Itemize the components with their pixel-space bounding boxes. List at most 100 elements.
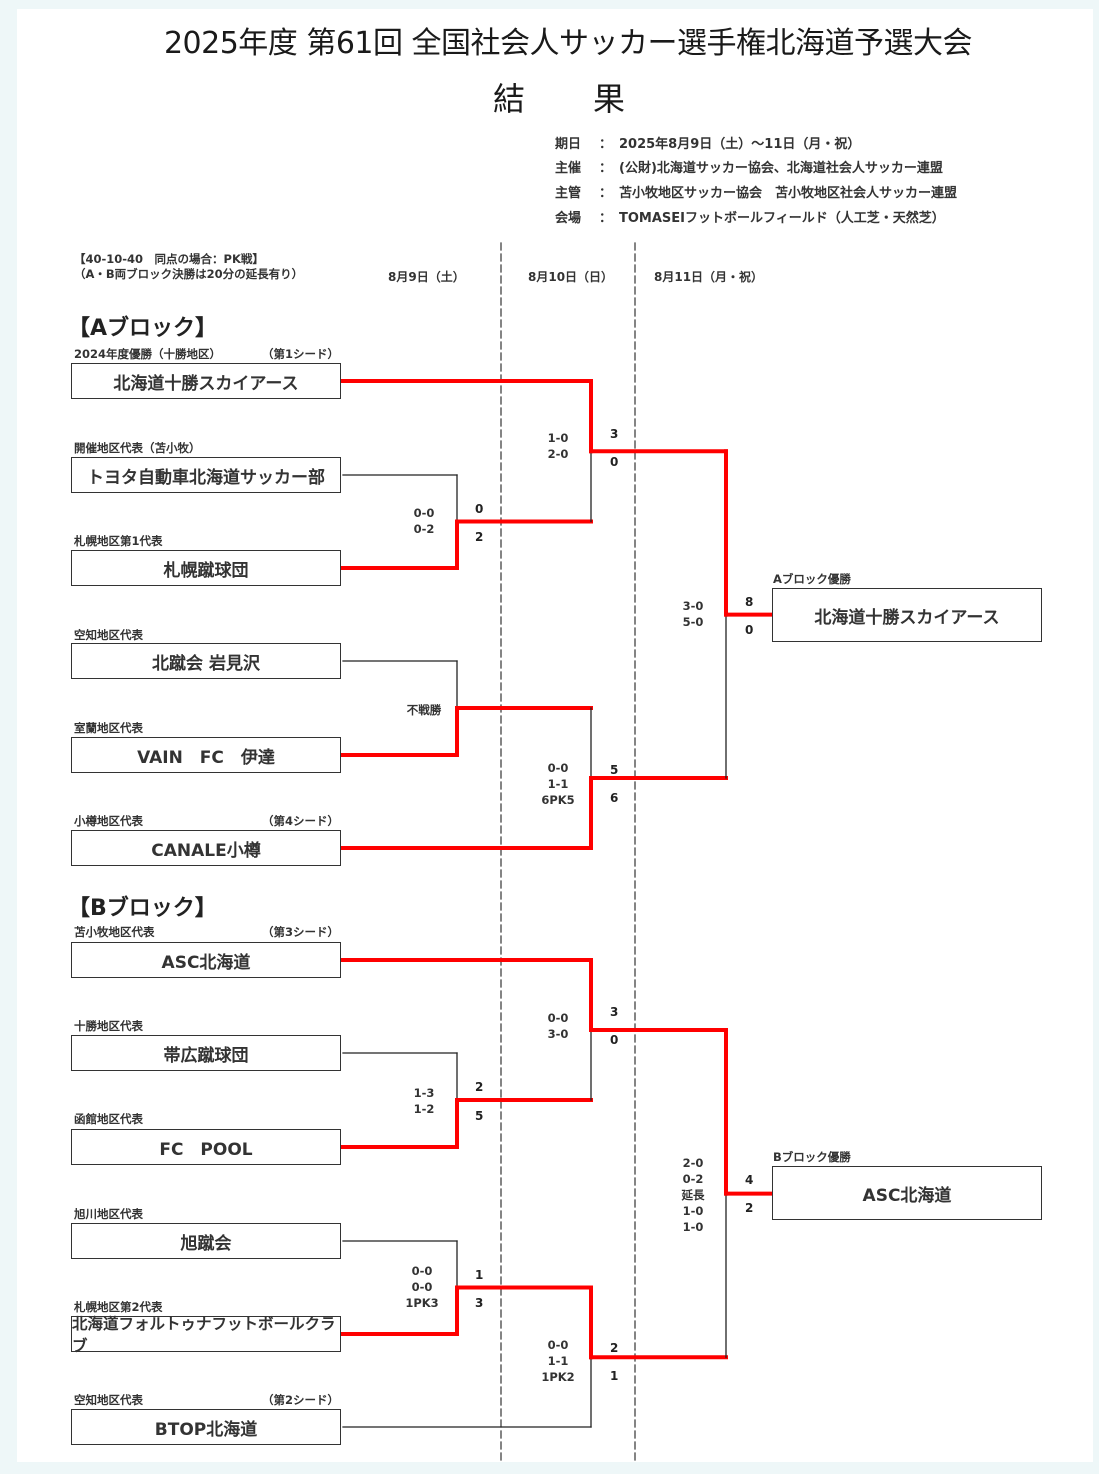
half-score: 0-0 — [413, 506, 435, 520]
score-top: 8 — [745, 595, 754, 609]
team-region: 札幌地区第1代表 — [74, 534, 163, 548]
info-sep: ： — [599, 186, 613, 201]
score-bottom: 0 — [610, 1033, 619, 1047]
info-value: (公財)北海道サッカー協会、北海道社会人サッカー連盟 — [619, 161, 943, 176]
team-box-a4: 北蹴会 岩見沢 — [71, 643, 341, 679]
team-box-a6: CANALE小樽 — [71, 830, 341, 866]
day-label-2: 8月10日（日） — [528, 270, 614, 284]
champion-label: Bブロック優勝 — [773, 1150, 851, 1164]
team-region: 2024年度優勝（十勝地区） — [74, 347, 222, 361]
team-box-b1: ASC北海道 — [71, 942, 341, 978]
team-region: 空知地区代表 — [74, 628, 143, 642]
half-score: 0-2 — [682, 1172, 704, 1186]
team-region: 小樽地区代表 — [74, 814, 143, 828]
info-sep: ： — [599, 161, 613, 176]
team-region: 函館地区代表 — [74, 1112, 143, 1126]
half-score: 1PK3 — [405, 1296, 439, 1310]
half-scores: 0-0 1-1 6PK5 — [536, 760, 580, 808]
team-region: 札幌地区第2代表 — [74, 1300, 163, 1314]
half-score: 3-0 — [682, 599, 704, 613]
team-box-b6: BTOP北海道 — [71, 1409, 341, 1445]
rules-line-2: （A・B両ブロック決勝は20分の延長有り） — [74, 267, 304, 281]
half-score: 3-0 — [547, 1027, 569, 1041]
team-seed: （第4シード） — [262, 814, 340, 828]
team-seed: （第1シード） — [262, 347, 340, 361]
team-box-b3: FC POOL — [71, 1129, 341, 1165]
info-sep: ： — [599, 137, 613, 152]
info-row-management: 主管 ： 苫小牧地区サッカー協会 苫小牧地区社会人サッカー連盟 — [555, 182, 957, 201]
half-scores: 2-0 0-2 延長 1-0 1-0 — [673, 1155, 713, 1235]
info-key: 会場 — [555, 211, 582, 226]
info-key: 主管 — [555, 186, 582, 201]
half-score: 1-0 — [682, 1220, 704, 1234]
team-region: 十勝地区代表 — [74, 1019, 143, 1033]
half-scores: 0-0 3-0 — [538, 1010, 578, 1042]
team-box-a5: VAIN FC 伊達 — [71, 737, 341, 773]
score-top: 0 — [475, 502, 484, 516]
team-region: 旭川地区代表 — [74, 1207, 143, 1221]
info-row-organizer: 主催 ： (公財)北海道サッカー協会、北海道社会人サッカー連盟 — [555, 157, 943, 176]
half-score: 1-0 — [682, 1204, 704, 1218]
team-box-a2: トヨタ自動車北海道サッカー部 — [71, 457, 341, 493]
score-bottom: 0 — [610, 455, 619, 469]
team-box-b2: 帯広蹴球団 — [71, 1035, 341, 1071]
half-score: 1-0 — [547, 431, 569, 445]
team-region: 空知地区代表 — [74, 1393, 143, 1407]
half-score: 1-1 — [547, 1354, 569, 1368]
day-label-1: 8月9日（土） — [388, 270, 465, 284]
half-scores: 0-0 0-2 — [404, 505, 444, 537]
half-score: 1-2 — [413, 1102, 435, 1116]
page-title: 2025年度 第61回 全国社会人サッカー選手権北海道予選大会 — [163, 26, 973, 61]
team-box-b5: 北海道フォルトゥナフットボールクラブ — [71, 1315, 341, 1355]
champion-box-a: 北海道十勝スカイアース — [772, 588, 1042, 642]
half-scores: 0-0 1-1 1PK2 — [536, 1337, 580, 1385]
team-region: 室蘭地区代表 — [74, 721, 143, 735]
half-score: 0-0 — [411, 1264, 433, 1278]
info-row-venue: 会場 ： TOMASEIフットボールフィールド（人工芝・天然芝） — [555, 207, 945, 226]
half-score: 不戦勝 — [406, 703, 442, 717]
team-region: 開催地区代表（苫小牧） — [74, 441, 201, 455]
score-bottom: 2 — [475, 530, 484, 544]
champion-box-b: ASC北海道 — [772, 1166, 1042, 1220]
score-bottom: 0 — [745, 623, 754, 637]
day-label-3: 8月11日（月・祝） — [654, 270, 764, 284]
half-score: 0-0 — [547, 1011, 569, 1025]
block-b-title: 【Bブロック】 — [68, 896, 217, 921]
half-score: 0-0 — [411, 1280, 433, 1294]
walkover-label: 不戦勝 — [396, 702, 452, 718]
info-value: 苫小牧地区サッカー協会 苫小牧地区社会人サッカー連盟 — [619, 186, 958, 201]
team-seed: （第2シード） — [262, 1393, 340, 1407]
half-scores: 1-3 1-2 — [404, 1085, 444, 1117]
match-rules: 【40-10-40 同点の場合：PK戦】 （A・B両ブロック決勝は20分の延長有… — [74, 252, 303, 282]
info-row-date: 期日 ： 2025年8月9日（土）～11日（月・祝） — [555, 133, 860, 152]
team-box-a1: 北海道十勝スカイアース — [71, 363, 341, 399]
score-bottom: 5 — [475, 1109, 484, 1123]
score-top: 3 — [610, 427, 619, 441]
half-scores: 0-0 0-0 1PK3 — [400, 1263, 444, 1311]
half-score: 1-1 — [547, 777, 569, 791]
half-score: 1PK2 — [541, 1370, 575, 1384]
champion-label: Aブロック優勝 — [773, 572, 851, 586]
half-score: 0-0 — [547, 761, 569, 775]
team-box-a3: 札幌蹴球団 — [71, 550, 341, 586]
info-key: 期日 — [555, 137, 582, 152]
info-key: 主催 — [555, 161, 582, 176]
half-score: 2-0 — [547, 447, 569, 461]
score-bottom: 3 — [475, 1296, 484, 1310]
half-score: 延長 — [681, 1188, 705, 1202]
info-sep: ： — [599, 211, 613, 226]
team-region: 苫小牧地区代表 — [74, 925, 155, 939]
info-value: 2025年8月9日（土）～11日（月・祝） — [619, 137, 861, 152]
team-seed: （第3シード） — [262, 925, 340, 939]
half-score: 1-3 — [413, 1086, 435, 1100]
score-bottom: 6 — [610, 791, 619, 805]
info-value: TOMASEIフットボールフィールド（人工芝・天然芝） — [619, 211, 945, 226]
half-score: 6PK5 — [541, 793, 575, 807]
score-top: 3 — [610, 1005, 619, 1019]
half-score: 0-2 — [413, 522, 435, 536]
half-score: 2-0 — [682, 1156, 704, 1170]
team-box-b4: 旭蹴会 — [71, 1223, 341, 1259]
score-top: 5 — [610, 763, 619, 777]
score-top: 1 — [475, 1268, 484, 1282]
